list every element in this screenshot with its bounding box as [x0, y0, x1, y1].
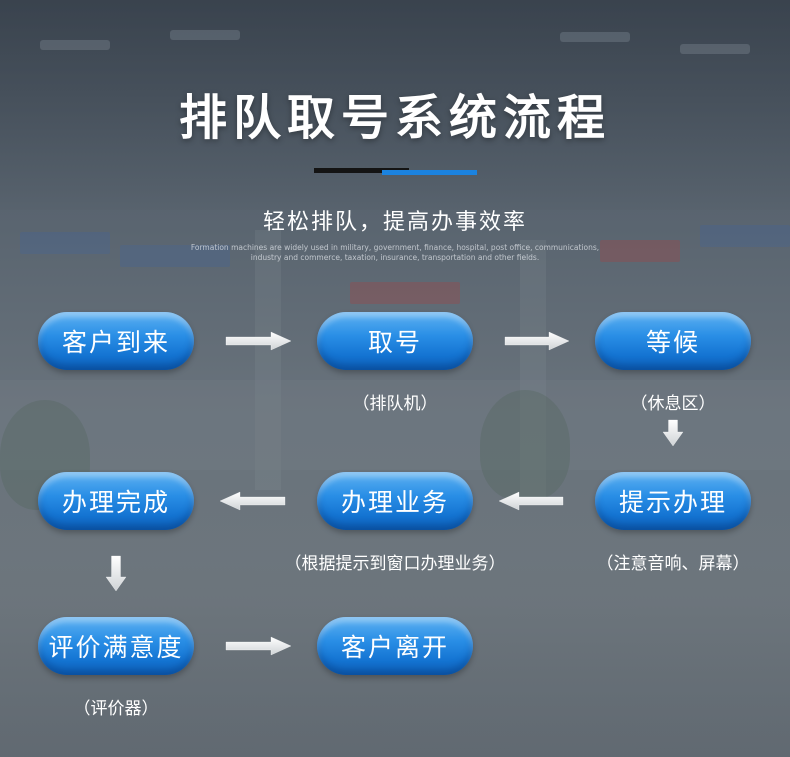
- step-call-notice-pill: 提示办理: [595, 472, 751, 530]
- step-wait-pill: 等候: [595, 312, 751, 370]
- step-wait-note: （休息区）: [630, 394, 716, 414]
- step-handle-business-pill: 办理业务: [317, 472, 473, 530]
- flow-arrow-right-7: [225, 636, 292, 656]
- title-underline-dark: [314, 168, 409, 173]
- step-handle-business-note: （根据提示到窗口办理业务）: [284, 554, 506, 574]
- caption-line-2: industry and commerce, taxation, insuran…: [250, 253, 540, 262]
- step-rate-satisfaction-note: （评价器）: [73, 699, 159, 719]
- step-take-number-label: 取号: [367, 328, 422, 357]
- page-title: 排队取号系统流程: [178, 90, 611, 146]
- flow-arrow-down-3: [662, 419, 684, 447]
- step-handle-business-label: 办理业务: [340, 488, 449, 517]
- page-subtitle: 轻松排队，提高办事效率: [262, 210, 527, 235]
- step-wait-label: 等候: [645, 328, 700, 357]
- step-business-done-pill: 办理完成: [38, 472, 194, 530]
- flow-arrow-left-4: [498, 491, 564, 511]
- title-underline-accent: [382, 170, 477, 175]
- step-call-notice-label: 提示办理: [618, 488, 727, 517]
- flow-arrow-left-5: [219, 491, 286, 511]
- caption-line-1: Formation machines are widely used in mi…: [190, 243, 600, 252]
- step-call-notice-note: （注意音响、屏幕）: [596, 554, 750, 574]
- step-take-number-note: （排队机）: [352, 394, 438, 414]
- step-customer-leaves-pill: 客户离开: [317, 617, 473, 675]
- step-take-number-pill: 取号: [317, 312, 473, 370]
- step-business-done-label: 办理完成: [61, 488, 170, 517]
- step-customer-arrives-pill: 客户到来: [38, 312, 194, 370]
- step-rate-satisfaction-label: 评价满意度: [48, 633, 184, 662]
- flow-arrow-right-2: [504, 331, 570, 351]
- flow-arrow-right-1: [225, 331, 292, 351]
- flow-arrow-down-6: [105, 555, 127, 592]
- step-customer-arrives-label: 客户到来: [61, 328, 170, 357]
- step-rate-satisfaction-pill: 评价满意度: [38, 617, 194, 675]
- step-customer-leaves-label: 客户离开: [340, 633, 449, 662]
